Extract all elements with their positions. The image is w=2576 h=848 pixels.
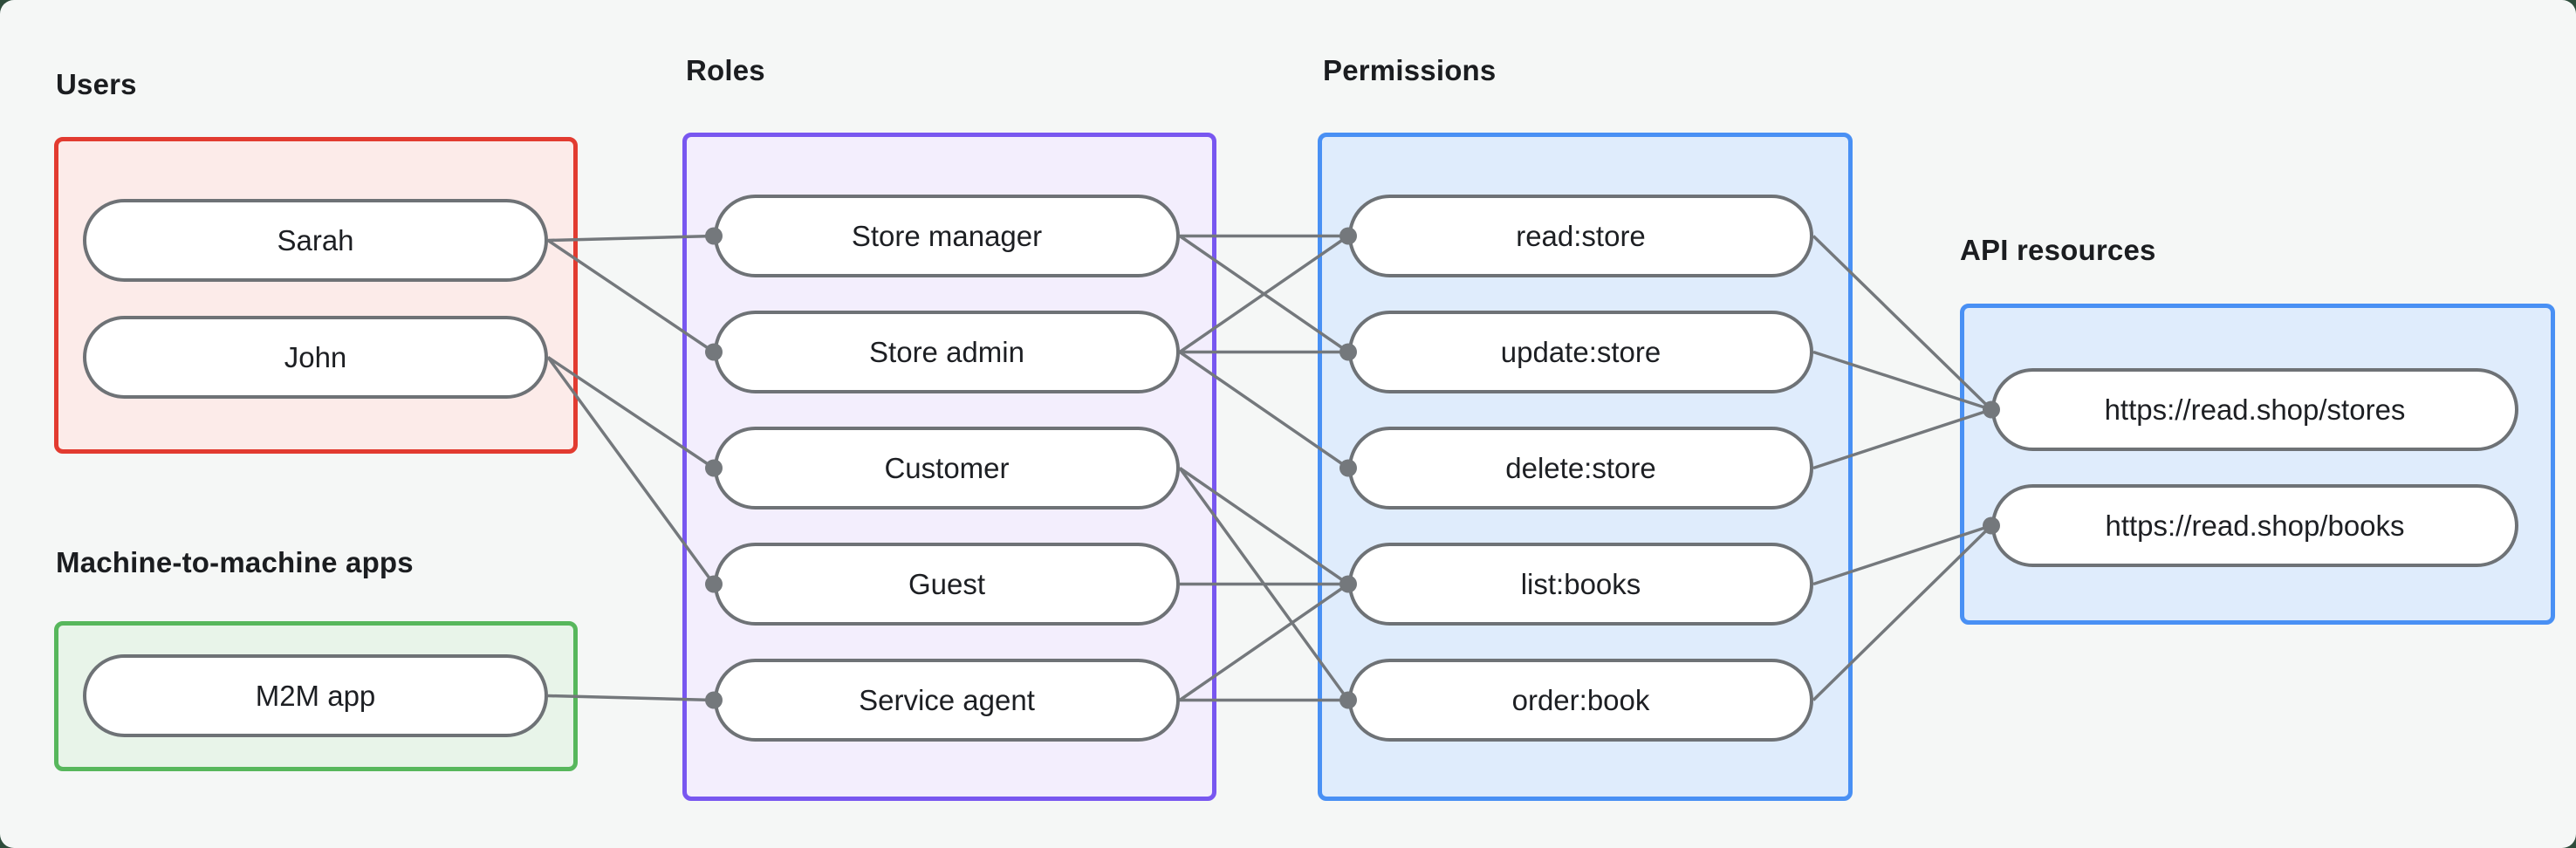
users-group-box — [54, 137, 578, 454]
users-group-label: Users — [56, 68, 137, 100]
permissions-group-label: Permissions — [1323, 54, 1497, 86]
api-node-read-shop-stores: https://read.shop/stores — [1991, 368, 2518, 451]
role-node-store-manager: Store manager — [714, 195, 1180, 277]
role-node-store-admin: Store admin — [714, 311, 1180, 393]
permission-node-update-store: update:store — [1348, 311, 1813, 393]
permission-node-order-book: order:book — [1348, 659, 1813, 742]
role-node-guest: Guest — [714, 543, 1180, 626]
permission-node-read-store: read:store — [1348, 195, 1813, 277]
permission-node-delete-store: delete:store — [1348, 427, 1813, 509]
role-node-service-agent: Service agent — [714, 659, 1180, 742]
api-resources-group-label: API resources — [1960, 234, 2156, 266]
user-node-sarah: Sarah — [83, 199, 548, 282]
api-resources-group-box — [1960, 304, 2555, 625]
api-node-read-shop-books: https://read.shop/books — [1991, 484, 2518, 567]
roles-group-label: Roles — [686, 54, 765, 86]
m2m-node-app: M2M app — [83, 654, 548, 737]
m2m-group-label: Machine-to-machine apps — [56, 546, 414, 578]
permission-node-list-books: list:books — [1348, 543, 1813, 626]
user-node-john: John — [83, 316, 548, 399]
role-node-customer: Customer — [714, 427, 1180, 509]
